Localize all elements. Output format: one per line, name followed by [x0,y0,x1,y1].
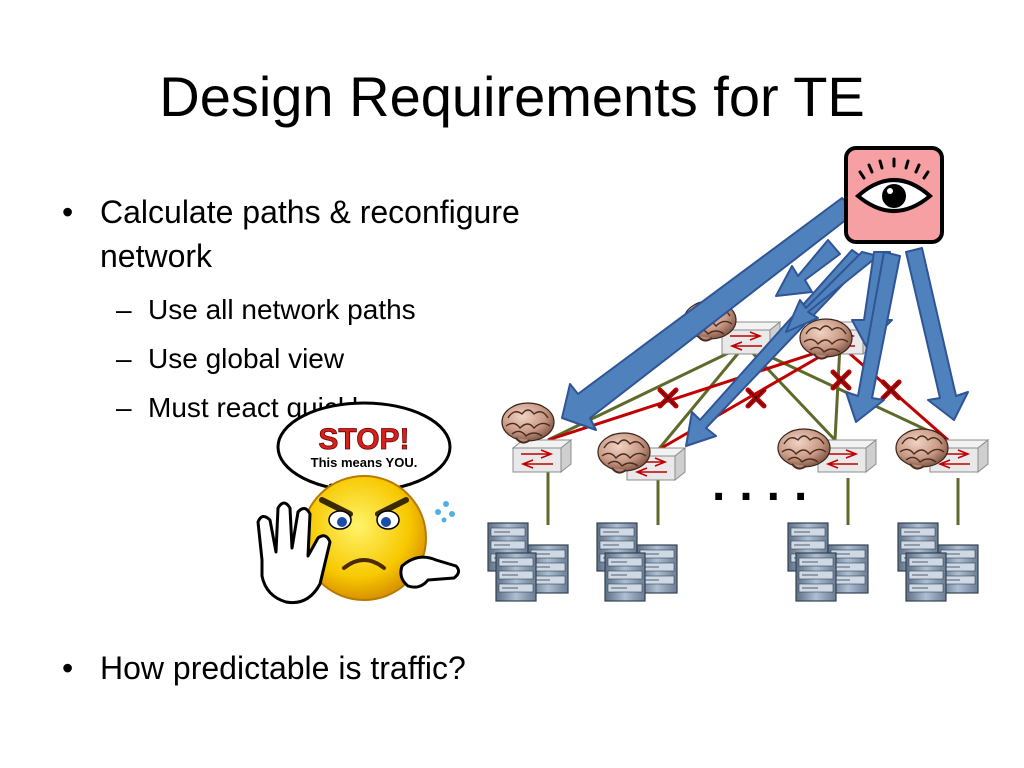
bullet-marker: • [62,194,74,230]
edge-switch [929,439,989,473]
stop-headline: STOP! [318,423,409,456]
arrow-icon [851,251,893,347]
sub-bullet-text: Use all network paths [148,294,416,325]
arrow-icon [905,247,969,421]
bullet-text-line2: network [100,238,213,274]
dash-marker: – [116,392,132,423]
server-rack-icon [898,523,978,601]
brain-icon [597,432,651,474]
stop-emoticon: STOP! This means YOU. [256,401,461,605]
bullet-traffic-predictable: • How predictable is traffic? [62,646,662,692]
bullet-text: How predictable is traffic? [100,650,466,686]
eye-icon [854,157,934,213]
arrow-icon [845,251,901,423]
pointing-hand-icon [399,555,461,589]
sub-bullet-text: Use global view [148,343,345,374]
failed-link-mark [883,382,899,398]
aggregation-switch [814,321,874,355]
ellipsis: .... [712,458,821,511]
brain-icon [501,402,555,444]
failed-link-marks [660,372,899,406]
server-rack-icon [488,523,568,601]
dash-marker: – [116,343,132,374]
edge-switch [626,447,686,481]
brain-icon [799,318,853,360]
stop-subline: This means YOU. [311,455,418,470]
failed-link-mark [833,372,849,388]
controller [844,146,944,244]
network-links [546,343,960,525]
bullet-marker: • [62,650,74,686]
server-rack-icon [597,523,677,601]
sub-bullet-text: Must react quickly [148,392,373,423]
arrow-icon [785,251,879,333]
bullet-text-line1: Calculate paths & reconfigure [100,194,520,230]
brain-icon [777,428,831,470]
slide-title: Design Requirements for TE [159,65,865,128]
angry-face-icon [301,475,455,601]
edge-switch [817,439,877,473]
server-rack-icon [788,523,868,601]
arrow-icon [775,239,841,297]
aggregation-switch [721,321,781,355]
brain-icon [683,300,737,342]
edge-switch [512,439,572,473]
failed-link-mark [660,390,676,406]
arrow-icon [685,249,867,447]
bullet-calculate-paths: • Calculate paths & reconfigure network [62,190,662,280]
dash-marker: – [116,294,132,325]
failed-link-mark [748,390,764,406]
raised-hand-icon [256,501,332,605]
brain-icon [895,428,949,470]
